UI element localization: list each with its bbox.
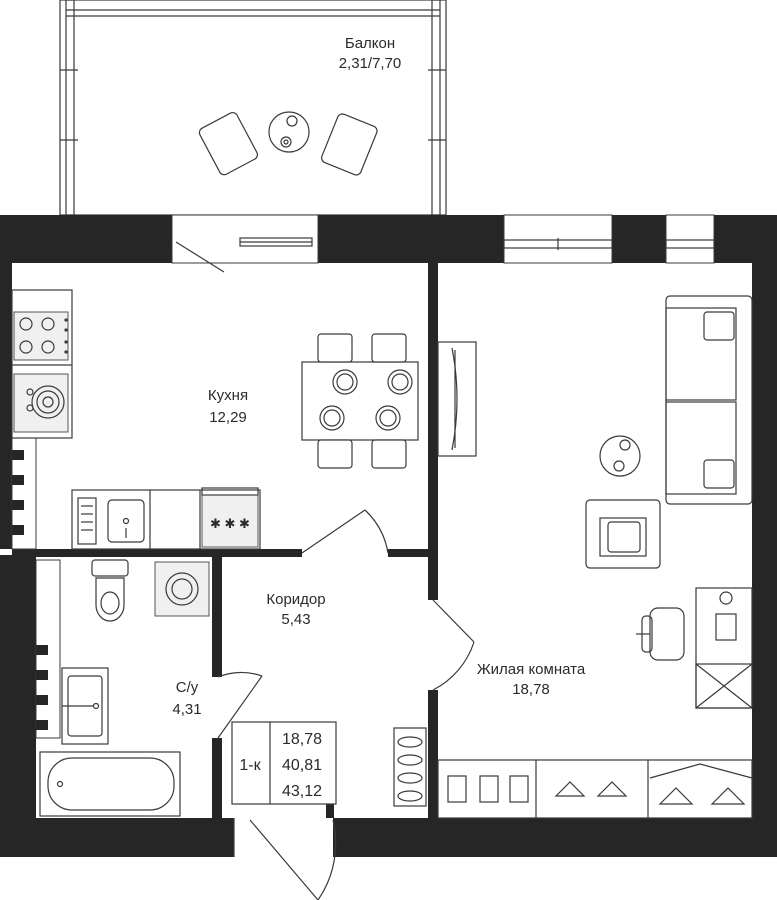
entrance-door xyxy=(233,818,337,900)
summary-total-area: 40,81 xyxy=(282,757,322,774)
kitchen-balcony-door xyxy=(171,214,319,273)
cooktop xyxy=(13,311,69,361)
apartment-type: 1-к xyxy=(239,757,261,774)
stove-marks: ✱ ✱ ✱ xyxy=(210,516,250,531)
left-window-kitchen xyxy=(11,437,37,550)
balcony-name: Балкон xyxy=(345,35,395,52)
balcony-chair-left xyxy=(198,111,258,176)
living-window-2 xyxy=(665,214,715,264)
balcony-table xyxy=(268,111,310,153)
armchair xyxy=(585,499,661,569)
oven-icon: ✱ ✱ ✱ xyxy=(201,487,259,548)
washing-machine-icon xyxy=(154,561,210,617)
kitchen-name: Кухня xyxy=(208,387,248,404)
kitchen-area: 12,29 xyxy=(209,409,247,426)
shoe-rack xyxy=(393,727,427,807)
area-summary-box xyxy=(231,721,337,805)
coffee-table xyxy=(599,435,641,477)
bath-sink-icon xyxy=(61,667,109,745)
balcony-area: 2,31/7,70 xyxy=(339,55,402,72)
corridor-area: 5,43 xyxy=(281,611,310,628)
dining-table xyxy=(301,333,419,469)
summary-living-area: 18,78 xyxy=(282,731,322,748)
sofa xyxy=(665,295,753,505)
walls xyxy=(0,215,777,857)
living-window-1 xyxy=(503,214,613,264)
balcony-chair-right xyxy=(321,113,378,176)
living-name: Жилая комната xyxy=(477,661,586,678)
bathroom-name: С/у xyxy=(176,679,199,696)
dishwasher-icon xyxy=(13,373,69,433)
sink-icon xyxy=(77,497,145,545)
corridor-name: Коридор xyxy=(266,591,325,608)
bathroom-area: 4,31 xyxy=(172,701,201,718)
living-door xyxy=(432,599,475,691)
tv-unit xyxy=(437,341,477,457)
living-area: 18,78 xyxy=(512,681,550,698)
balcony-railing xyxy=(59,0,447,216)
kitchen-door xyxy=(301,509,389,554)
office-chair xyxy=(636,607,685,661)
left-window-bath xyxy=(35,559,61,739)
bathtub-icon xyxy=(39,751,181,817)
summary-total-balcony: 43,12 xyxy=(282,783,322,800)
bathroom-door xyxy=(217,671,263,739)
wardrobe xyxy=(437,759,753,819)
toilet-icon xyxy=(91,559,129,622)
desk xyxy=(695,587,753,709)
